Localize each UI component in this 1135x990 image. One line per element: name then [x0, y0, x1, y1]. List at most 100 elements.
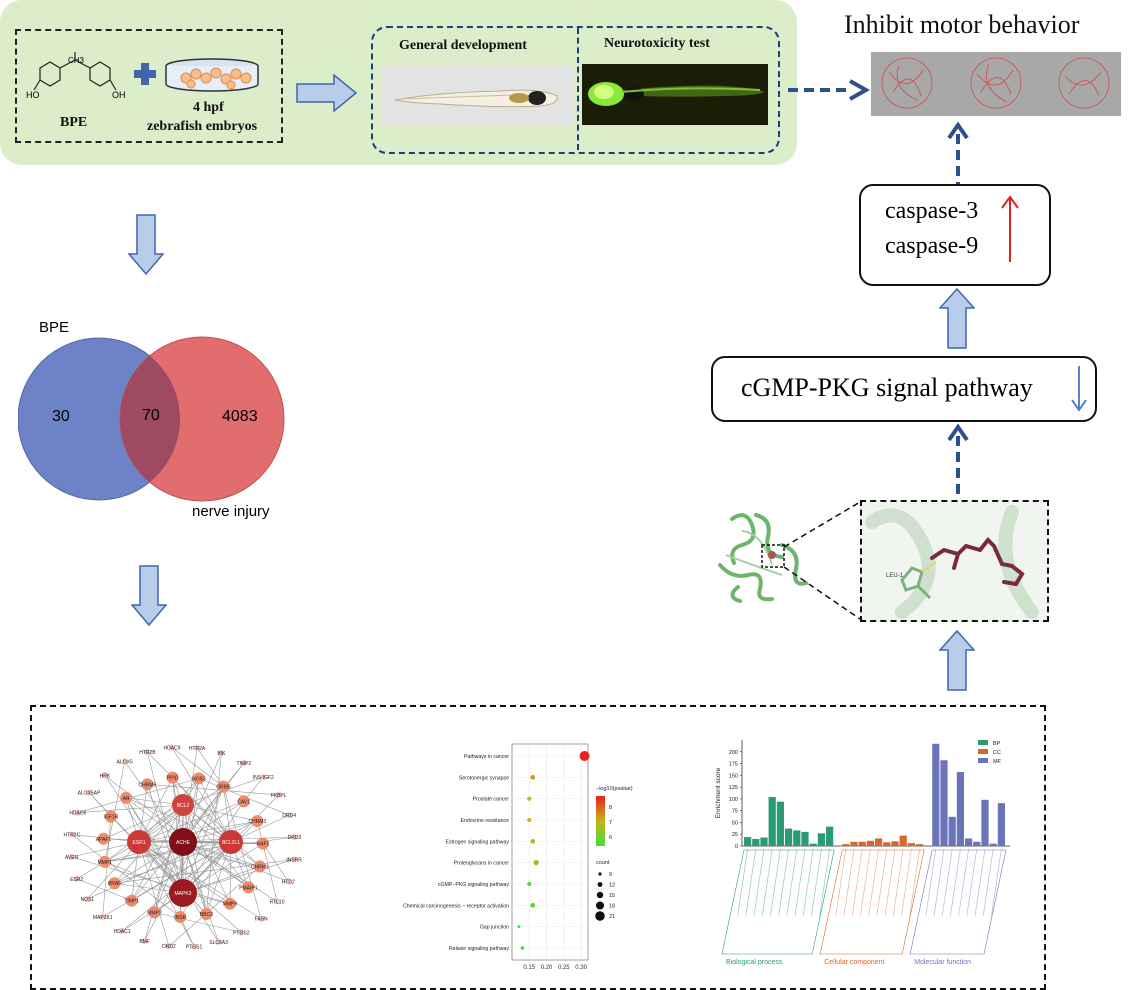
go-term-stub — [982, 848, 994, 917]
go-y-tick: 150 — [729, 773, 738, 779]
network-node-label: ALOX5AP — [78, 791, 101, 797]
network-node-outer — [165, 943, 173, 950]
network-node-inner — [97, 832, 110, 845]
go-term-stub — [901, 848, 912, 917]
go-bar — [932, 743, 940, 846]
network-node-label: TIMP2 — [236, 761, 251, 767]
kegg-size-tick: 18 — [609, 904, 615, 910]
go-bar — [850, 841, 858, 846]
network-node-label: PPID — [167, 776, 179, 782]
go-bar — [883, 842, 891, 846]
network-node-label: PTGS2 — [233, 930, 250, 936]
venn-right-count: 4083 — [222, 408, 258, 425]
network-node-label: HTR2C — [64, 832, 81, 838]
network-edge — [196, 747, 224, 787]
motor-tracks-image — [871, 52, 1121, 116]
kegg-x-tick: 0.15 — [523, 965, 535, 971]
neurotoxicity-label: Neurotoxicity test — [604, 36, 710, 51]
venn-left-count: 30 — [52, 408, 70, 425]
kegg-size-tick: 15 — [609, 893, 615, 899]
kegg-category-label: Estrogen signaling pathway — [446, 839, 510, 845]
network-edge — [71, 834, 181, 918]
go-bar — [956, 772, 964, 846]
network-node-label: ALOX5 — [117, 760, 133, 766]
go-term-stub — [876, 848, 888, 917]
network-node-label: NOS3 — [192, 776, 206, 782]
dashed-arrow-up-1 — [947, 122, 969, 186]
kegg-size-dot — [598, 872, 602, 876]
network-node-inner — [174, 910, 187, 923]
network-node-inner — [237, 795, 250, 808]
network-node-inner — [108, 877, 121, 890]
network-edge — [87, 841, 140, 900]
go-legend-swatch — [978, 758, 988, 763]
network-edge — [102, 841, 232, 918]
network-edge — [182, 804, 258, 822]
kegg-category-label: Gap junction — [480, 925, 509, 931]
network-edge — [171, 747, 232, 843]
network-node-label: BRAF — [108, 881, 121, 887]
pathway-box — [711, 356, 1097, 422]
general-development-label: General development — [399, 38, 527, 53]
network-node-label: ESR2 — [70, 877, 83, 883]
go-term-stub — [860, 848, 871, 917]
network-edge — [104, 761, 125, 862]
go-bar — [875, 838, 883, 846]
go-term-stub — [737, 848, 748, 917]
kegg-color-bar — [596, 796, 605, 846]
network-node-label: RTL10 — [270, 899, 285, 905]
larva-brightfield-image — [381, 66, 573, 126]
network-node-label: CHRM3 — [248, 819, 266, 825]
kegg-size-dot — [597, 882, 603, 887]
kegg-plot-frame — [511, 743, 589, 961]
go-term-stub — [770, 848, 781, 917]
petri-dish-icon — [165, 58, 259, 92]
kegg-category-label: Serotonergic synapse — [459, 775, 509, 781]
docking-zoom-box — [860, 500, 1049, 622]
dashed-arrow-behavior — [788, 79, 870, 101]
kegg-dot — [579, 751, 590, 761]
network-node-inner — [200, 907, 213, 920]
network-node-label: HDAC1 — [114, 929, 131, 935]
go-bar — [785, 828, 793, 846]
network-edge — [182, 841, 278, 902]
go-bar — [916, 844, 924, 846]
kegg-x-tick: 0.30 — [575, 965, 587, 971]
network-node-label: ESR1 — [132, 840, 145, 846]
go-bar — [793, 830, 801, 846]
go-y-tick: 125 — [729, 785, 738, 791]
right-arrow-1 — [296, 74, 358, 112]
network-edge — [182, 859, 295, 894]
go-term-stub — [778, 848, 789, 917]
network-node-label: MMP2 — [147, 910, 162, 916]
network-node-outer — [121, 758, 128, 765]
kegg-category-label: Prostate cancer — [473, 797, 510, 803]
network-node-outer — [68, 831, 76, 838]
kegg-size-dot — [595, 911, 605, 921]
caspase-3-label: caspase-3 — [885, 198, 979, 224]
protein-structure-image — [718, 513, 808, 603]
network-edge — [171, 747, 224, 787]
network-edge — [182, 801, 244, 894]
go-term-stub — [786, 848, 798, 917]
network-edge — [147, 751, 261, 867]
kegg-dot — [530, 838, 536, 844]
network-node-inner — [104, 810, 117, 823]
go-bar — [866, 840, 874, 846]
network-edge — [182, 762, 245, 843]
go-term-stub — [802, 848, 814, 917]
go-term-stub — [974, 848, 986, 917]
go-bar — [744, 837, 752, 846]
go-bar — [989, 843, 997, 846]
network-node-outer — [218, 749, 225, 757]
network-node-hub — [172, 794, 194, 816]
network-edge — [77, 804, 184, 814]
go-term-stub — [966, 848, 978, 917]
network-node-inner — [141, 778, 154, 791]
kegg-dot — [533, 860, 539, 866]
network-edge — [182, 841, 219, 942]
network-edge — [138, 777, 173, 843]
go-term-stub — [745, 848, 757, 917]
network-edge — [138, 841, 260, 867]
